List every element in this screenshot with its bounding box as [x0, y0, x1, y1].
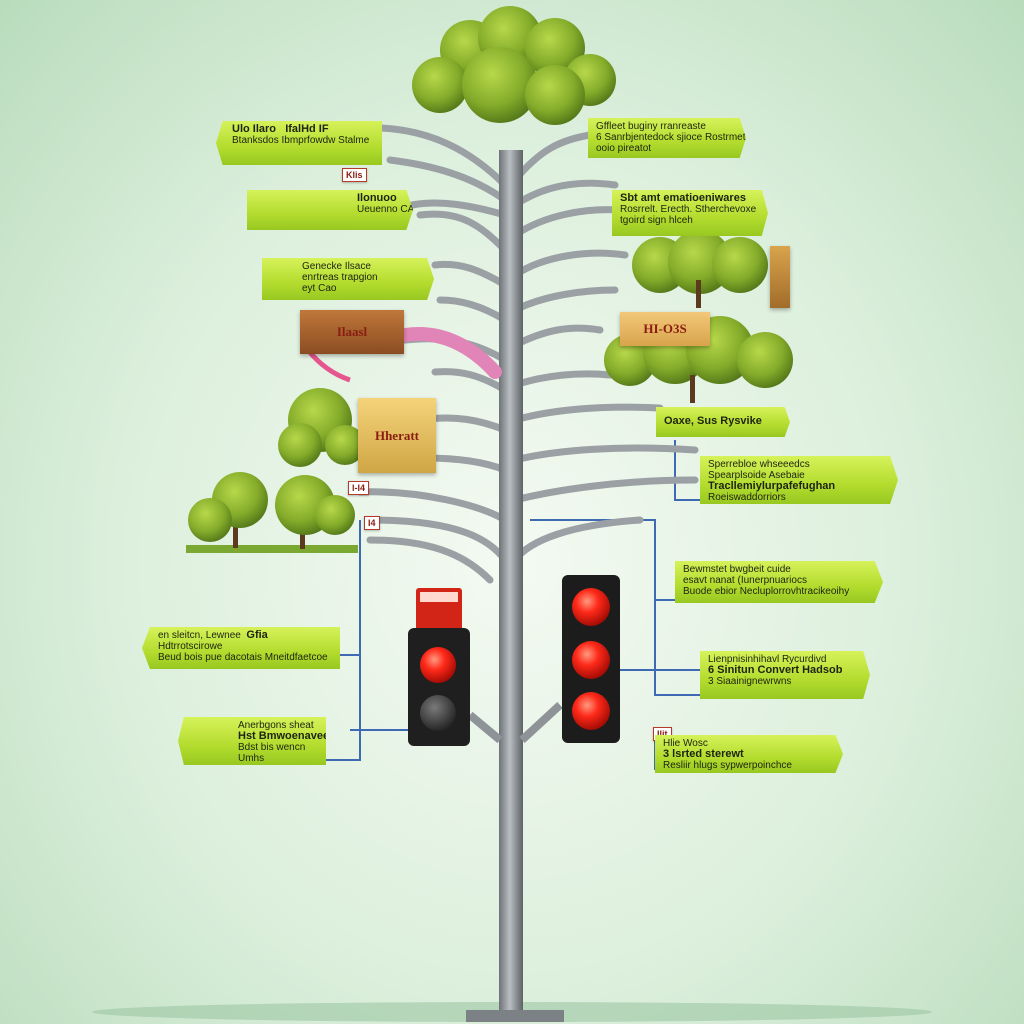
crown-tree	[412, 6, 616, 125]
lamp-right-1	[572, 588, 610, 626]
tag-l-i4: l-I4	[348, 481, 370, 495]
tag-i4: I4	[364, 516, 380, 530]
right-arm	[519, 702, 563, 743]
pink-cable	[306, 348, 351, 383]
picture-panel-hioas: HI-O3S	[620, 312, 710, 346]
sign-9: en sleitcn, Lewnee Gfia Hdtrrotscirowe B…	[142, 627, 340, 669]
sign-3: Ilonuoo Ueuenno CACO	[247, 190, 413, 230]
lamp-left-2	[420, 695, 456, 731]
picture-panel-left: Hheratt	[358, 398, 436, 473]
picture-panel-brown: Ilaasl	[300, 310, 404, 354]
sign-12: Hlie Wosc 3 lsrted sterewt Resliir hlugs…	[655, 735, 843, 773]
sign-6: Oaxe, Sus Rysvike	[656, 407, 790, 437]
sign-8: Bewmstet bwgbeit cuide esavt nanat (Iune…	[675, 561, 883, 603]
main-pole	[499, 150, 523, 1020]
lamp-right-3	[572, 692, 610, 730]
pole-base	[466, 1010, 564, 1022]
picture-panel-hioas-label: HI-O3S	[643, 321, 687, 336]
sign-5: Genecke Ilsace enrtreas trapgion eyt Cao	[262, 258, 434, 300]
lamp-left-1	[420, 647, 456, 683]
sign-11: Anerbgons sheat Hst Bmwoenaveen Bdst bis…	[178, 717, 326, 765]
picture-panel-left-label: Hheratt	[374, 427, 420, 443]
tree-cluster-left	[186, 472, 358, 553]
tree-right-upper	[632, 230, 768, 308]
picture-panel-right-upper	[770, 246, 790, 308]
sign-7: Sperrebloe whseeedcs Spearplsoide Asebai…	[700, 456, 898, 504]
pink-tube	[398, 327, 502, 379]
sign-10: Lienpnisinhihavl Rycurdivd 6 Sinitun Con…	[700, 651, 870, 699]
sign-1: Ulo Ilaro IfalHd IF Btanksdos Ibmprfowdw…	[216, 121, 382, 165]
sign-2: Gffleet buginy rranreaste 6 Sanrbjentedo…	[588, 118, 746, 158]
traffic-light-right	[562, 575, 620, 743]
tag-klis: Klis	[342, 168, 367, 182]
lamp-right-2	[572, 641, 610, 679]
wires	[320, 440, 705, 770]
tree-left-panel	[278, 388, 365, 467]
traffic-light-left	[408, 588, 470, 746]
picture-panel-brown-label: Ilaasl	[336, 324, 368, 339]
left-arm	[467, 711, 503, 744]
sign-4: Sbt amt ematioeniwares Rosrrelt. Erecth.…	[612, 190, 768, 236]
